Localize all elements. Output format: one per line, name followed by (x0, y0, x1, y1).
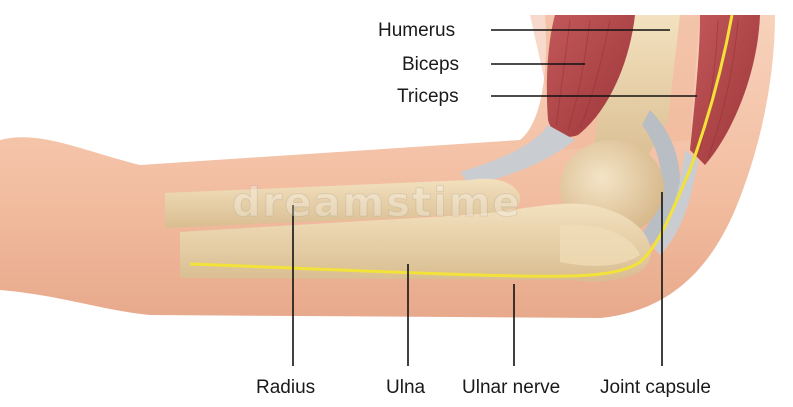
label-biceps: Biceps (402, 54, 460, 75)
label-triceps: Triceps (397, 86, 459, 107)
label-ulnar-nerve: Ulnar nerve (462, 377, 561, 398)
watermark: dreamstime (232, 180, 522, 227)
muscle-fibers (555, 19, 739, 159)
leader-lines (292, 29, 697, 366)
triceps-muscle (690, 15, 760, 165)
label-humerus: Humerus (378, 20, 456, 41)
biceps-muscle (546, 15, 635, 137)
olecranon (560, 224, 640, 266)
ulna-bone (180, 203, 651, 282)
ulnar-nerve (189, 14, 734, 278)
label-radius: Radius (256, 377, 316, 398)
radius-bone (165, 178, 521, 228)
joint-capsule (640, 110, 680, 245)
biceps-tendon (460, 125, 575, 186)
label-ulna: Ulna (386, 377, 426, 398)
label-joint-capsule: Joint capsule (600, 377, 711, 398)
